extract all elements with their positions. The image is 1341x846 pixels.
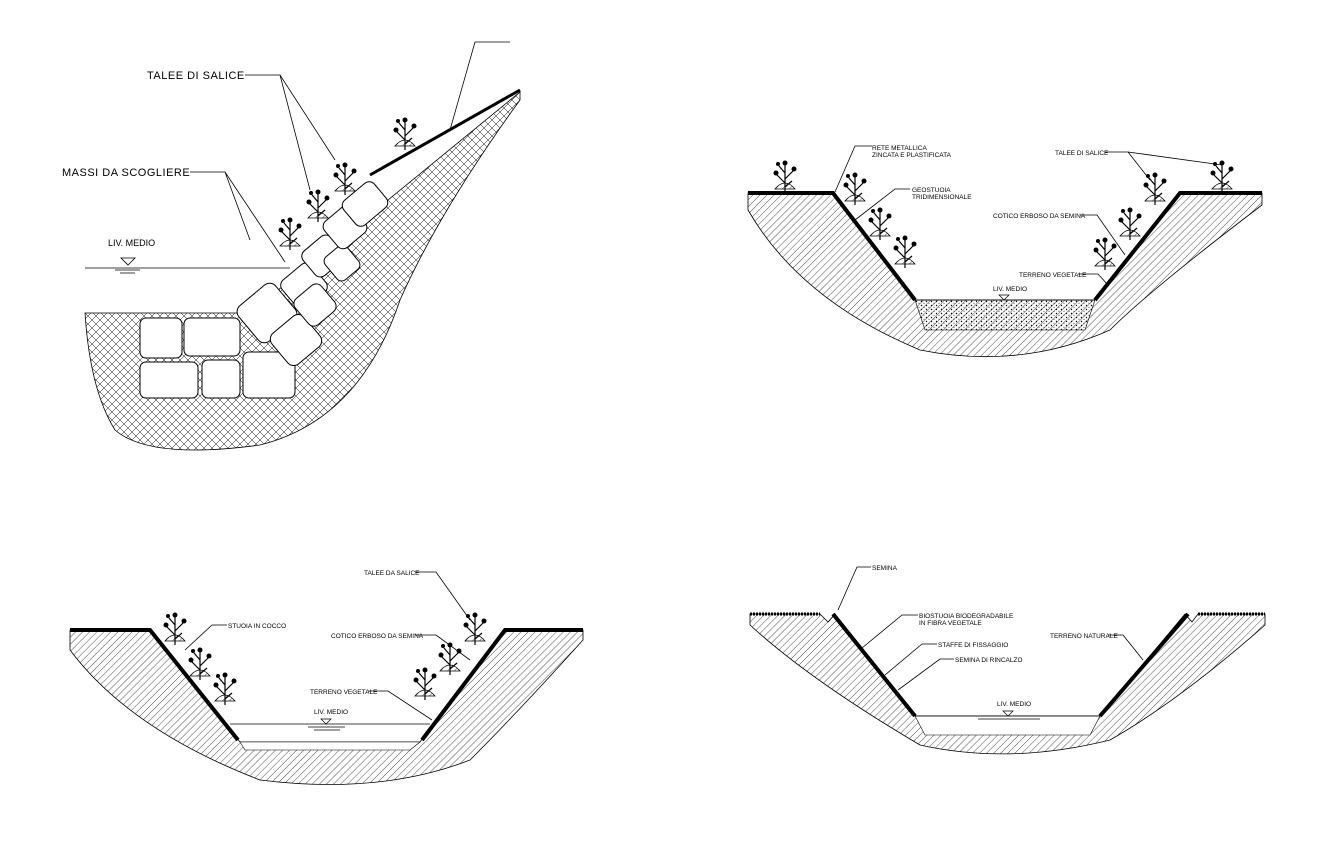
water-level-icon	[115, 257, 140, 274]
section-stuoia-cocco: LIV. MEDIO STUOIA IN COCCO TALEE DA SALI…	[69, 570, 584, 785]
label-liv-medio: LIV. MEDIO	[997, 701, 1031, 708]
water-level-icon	[998, 294, 1010, 301]
label-semina: SEMINA	[872, 565, 898, 572]
label-liv-medio: LIV. MEDIO	[108, 238, 155, 248]
label-terreno-vegetale: TERRENO VEGETALE	[1019, 272, 1087, 279]
label-terreno-vegetale: TERRENO VEGETALE	[310, 689, 378, 696]
soil-body	[69, 629, 584, 785]
section-rete-geostuoia: LIV. MEDIO RETE METALLICA ZINCATA E PLAS…	[747, 145, 1263, 358]
label-liv-medio: LIV. MEDIO	[993, 286, 1027, 293]
section-scogliera: LIV. MEDIO TALEE DI SALICE MASSI DA SCOG…	[62, 41, 521, 451]
soil-body	[747, 192, 1263, 358]
water-level-icon	[308, 718, 345, 731]
label-geostuoia-2: TRIDIMENSIONALE	[912, 194, 972, 201]
label-rete-metallica-2: ZINCATA E PLASTIFICATA	[872, 152, 952, 159]
label-terreno-naturale: TERRENO NATURALE	[1050, 633, 1118, 640]
label-biostuoia: BIOSTUOIA BIODEGRADABILE	[919, 613, 1014, 620]
label-geostuoia: GEOSTUOIA	[912, 187, 951, 194]
label-talee-di-salice: TALEE DI SALICE	[1055, 150, 1109, 157]
label-cotico-erboso: COTICO ERBOSO DA SEMINA	[993, 213, 1086, 220]
label-talee-di-salice: TALEE DI SALICE	[147, 70, 245, 82]
label-rete-metallica: RETE METALLICA	[872, 145, 927, 152]
label-cotico-erboso: COTICO ERBOSO DA SEMINA	[331, 633, 424, 640]
label-massi-da-scogliere: MASSI DA SCOGLIERE	[62, 167, 190, 179]
section-biostuoia: LIV. MEDIO SEMINA BIOSTUOIA BIODEGRADABI…	[749, 565, 1266, 755]
label-liv-medio: LIV. MEDIO	[314, 709, 348, 716]
label-talee-da-salice: TALEE DA SALICE	[364, 570, 420, 577]
label-semina-rincalzo: SEMINA DI RINCALZO	[955, 657, 1023, 664]
label-staffe-fissaggio: STAFFE DI FISSAGGIO	[938, 642, 1008, 649]
label-stuoia-cocco: STUOIA IN COCCO	[228, 623, 286, 630]
boulders	[139, 181, 389, 399]
water-level-icon	[978, 710, 1040, 720]
label-biostuoia-2: IN FIBRA VEGETALE	[919, 620, 982, 627]
soil-body	[749, 613, 1266, 755]
